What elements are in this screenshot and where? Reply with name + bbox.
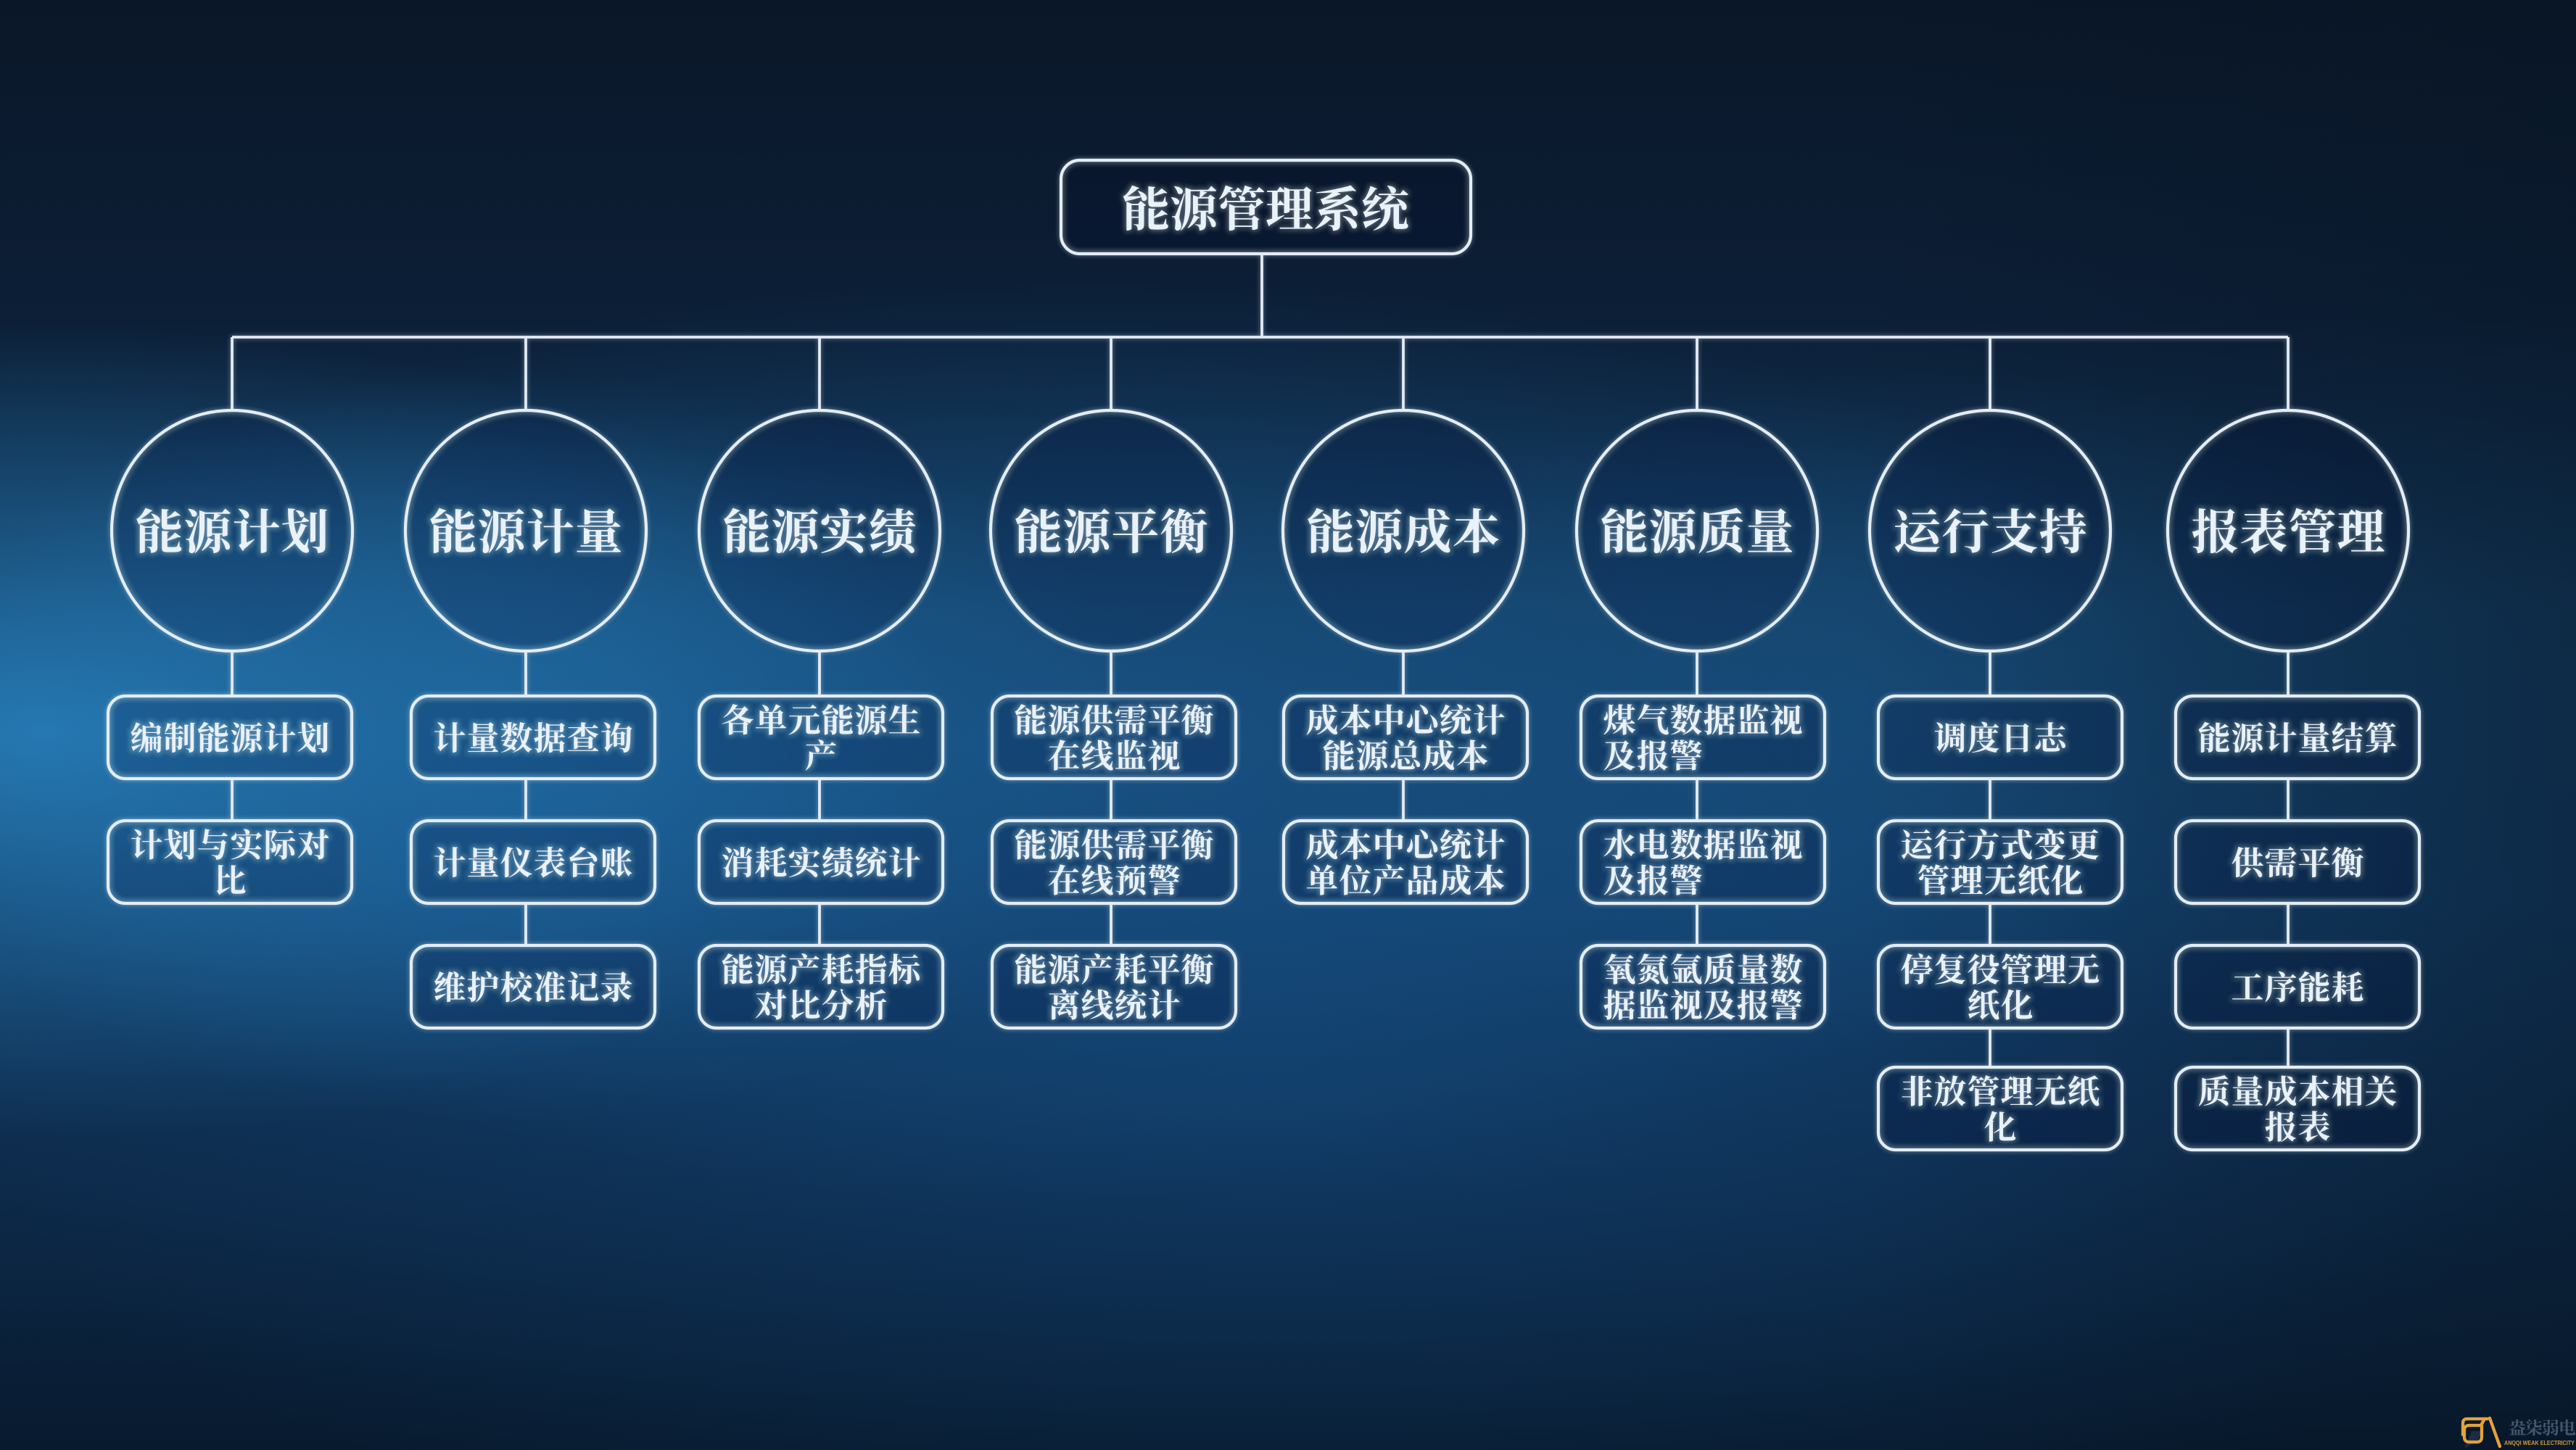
svg-text:ANQQI WEAK ELECTRICITY: ANQQI WEAK ELECTRICITY: [2504, 1439, 2575, 1446]
